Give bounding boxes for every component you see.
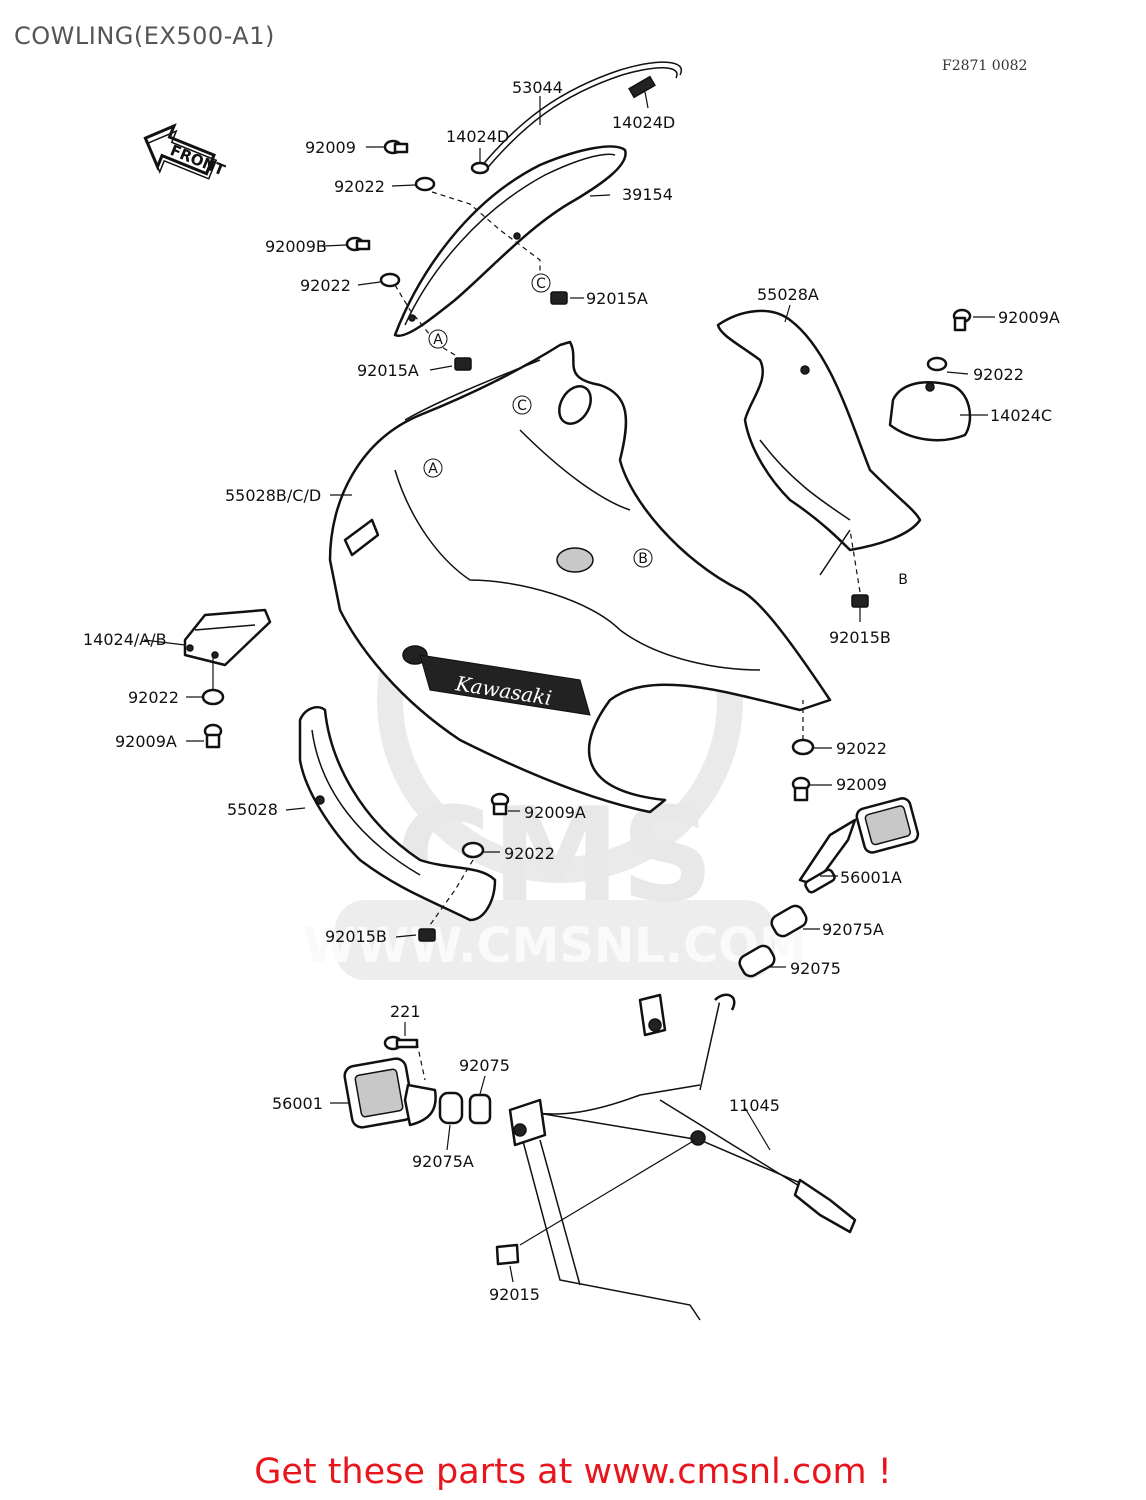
nut-92015A-right bbox=[550, 291, 568, 305]
plate-92075-right bbox=[738, 944, 776, 978]
label-14024ab: 14024/A/B bbox=[83, 630, 167, 649]
label-14024c: 14024C bbox=[990, 406, 1052, 425]
label-92009-top: 92009 bbox=[305, 138, 356, 157]
cowling-stay-part bbox=[508, 993, 857, 1321]
label-92022-left: 92022 bbox=[128, 688, 179, 707]
plate-92075A-left bbox=[438, 1091, 464, 1125]
label-92075a-left: 92075A bbox=[412, 1152, 474, 1171]
reference-marks: C A C A B B bbox=[423, 273, 908, 588]
washer-92022-left bbox=[201, 688, 225, 706]
label-55028: 55028 bbox=[227, 800, 278, 819]
windshield-part bbox=[393, 145, 627, 338]
part-labels: 53044 14024D 14024D 92009 92022 39154 92… bbox=[83, 78, 1060, 1304]
label-56001: 56001 bbox=[272, 1094, 323, 1113]
front-arrow-icon: FRONT bbox=[143, 123, 228, 180]
label-92075-right: 92075 bbox=[790, 959, 841, 978]
label-92015b-left: 92015B bbox=[325, 927, 387, 946]
label-92075-left: 92075 bbox=[459, 1056, 510, 1075]
label-92022-right: 92022 bbox=[973, 365, 1024, 384]
ref-mark-b-left: B bbox=[638, 551, 648, 567]
page-title: COWLING(EX500-A1) bbox=[14, 22, 275, 50]
label-92022-top: 92022 bbox=[334, 177, 385, 196]
bolt-221 bbox=[383, 1035, 419, 1051]
label-92009a-right: 92009A bbox=[998, 308, 1060, 327]
windshield-seal-part bbox=[470, 61, 683, 175]
label-55028bcd: 55028B/C/D bbox=[225, 486, 321, 505]
ref-mark-a-upper: A bbox=[433, 332, 443, 348]
washer-92022-mid bbox=[379, 272, 401, 288]
plate-92075-left bbox=[468, 1093, 492, 1125]
footer-link[interactable]: Get these parts at www.cmsnl.com ! bbox=[254, 1452, 892, 1492]
upper-cowl-part: Kawasaki bbox=[328, 340, 832, 814]
bolt-92009B bbox=[345, 236, 371, 252]
bracket-14024-part bbox=[183, 608, 272, 667]
label-39154: 39154 bbox=[622, 185, 673, 204]
grommet-92015-bottom bbox=[495, 1243, 520, 1266]
mirror-right-part bbox=[798, 797, 920, 894]
washer-92022-center bbox=[461, 841, 485, 859]
inner-panel-right-part bbox=[716, 309, 922, 576]
bolt-92009-top bbox=[383, 139, 409, 155]
washer-92022-top bbox=[414, 176, 436, 192]
figure-code: F2871 0082 bbox=[942, 58, 1028, 74]
label-56001a: 56001A bbox=[840, 868, 902, 887]
label-53044: 53044 bbox=[512, 78, 563, 97]
label-92015-bottom: 92015 bbox=[489, 1285, 540, 1304]
washer-92022-right bbox=[926, 356, 948, 372]
label-92015a-right: 92015A bbox=[586, 289, 648, 308]
plate-92075A-right bbox=[770, 904, 808, 938]
ref-mark-a-lower: A bbox=[428, 461, 438, 477]
nut-92015B-left bbox=[418, 928, 436, 942]
label-92009-lower-right: 92009 bbox=[836, 775, 887, 794]
mirror-left-part bbox=[343, 1057, 437, 1129]
bolt-92009A-left bbox=[203, 723, 223, 749]
label-221: 221 bbox=[390, 1002, 421, 1021]
leader-lines bbox=[143, 91, 995, 1283]
label-11045: 11045 bbox=[729, 1096, 780, 1115]
nut-92015A-left bbox=[454, 357, 472, 371]
nut-92015B-right bbox=[851, 594, 869, 608]
label-92009a-center: 92009A bbox=[524, 803, 586, 822]
ref-mark-b-right: B bbox=[898, 572, 908, 588]
label-92015a-left: 92015A bbox=[357, 361, 419, 380]
label-92009b: 92009B bbox=[265, 237, 327, 256]
label-92022-center: 92022 bbox=[504, 844, 555, 863]
label-92009a-left: 92009A bbox=[115, 732, 177, 751]
washer-92022-lower-right bbox=[791, 738, 815, 756]
label-92075a-right: 92075A bbox=[822, 920, 884, 939]
bolt-92009-lower-right bbox=[791, 776, 811, 802]
ref-mark-c-upper: C bbox=[536, 276, 546, 292]
lower-panel-part bbox=[298, 706, 497, 922]
label-14024d-left: 14024D bbox=[446, 127, 509, 146]
label-92015b-right: 92015B bbox=[829, 628, 891, 647]
label-14024d-right: 14024D bbox=[612, 113, 675, 132]
watermark-url: WWW.CMSNL.COM bbox=[303, 918, 807, 974]
cover-14024c-part bbox=[888, 381, 972, 442]
label-55028a: 55028A bbox=[757, 285, 819, 304]
bolt-92009A-center bbox=[490, 792, 510, 816]
ref-mark-c-lower: C bbox=[517, 398, 527, 414]
label-92022-lower-right: 92022 bbox=[836, 739, 887, 758]
label-92022-mid: 92022 bbox=[300, 276, 351, 295]
bolt-92009A-right bbox=[952, 308, 972, 332]
